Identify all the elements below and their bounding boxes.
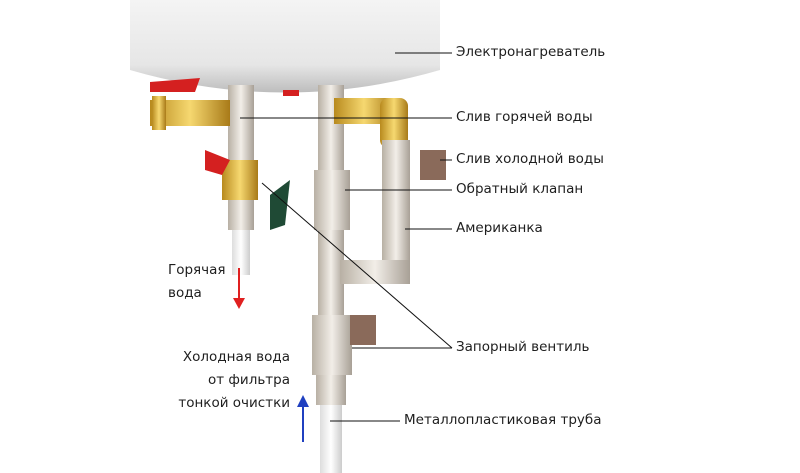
label-check-valve: Обратный клапан: [456, 181, 584, 197]
leader-lines: [240, 52, 453, 422]
hot-shutoff-handle: [205, 150, 230, 175]
hot-water-label: Горячая вода: [168, 259, 226, 305]
hot-water-arrow: [233, 268, 245, 309]
hot-water-line1: Горячая: [168, 262, 226, 278]
label-shutoff-valve: Запорный вентиль: [456, 339, 590, 355]
cold-water-arrow: [297, 395, 309, 442]
drain-lever: [270, 180, 290, 230]
hot-water-line2: вода: [168, 285, 202, 301]
heater-indicator: [283, 90, 299, 96]
label-pipe: Металлопластиковая труба: [404, 412, 602, 428]
hot-valve-handle: [150, 78, 200, 92]
label-hot-drain: Слив горячей воды: [456, 109, 593, 125]
cold-water-line2: от фильтра: [207, 372, 290, 388]
cold-water-line1: Холодная вода: [182, 349, 290, 365]
cold-water-line3: тонкой очистки: [178, 395, 290, 411]
heater-tank: [130, 0, 440, 93]
label-union: Американка: [456, 220, 543, 236]
cold-water-label: Холодная вода от фильтра тонкой очистки: [178, 346, 290, 415]
label-heater: Электронагреватель: [456, 44, 606, 60]
label-cold-drain: Слив холодной воды: [456, 151, 604, 167]
